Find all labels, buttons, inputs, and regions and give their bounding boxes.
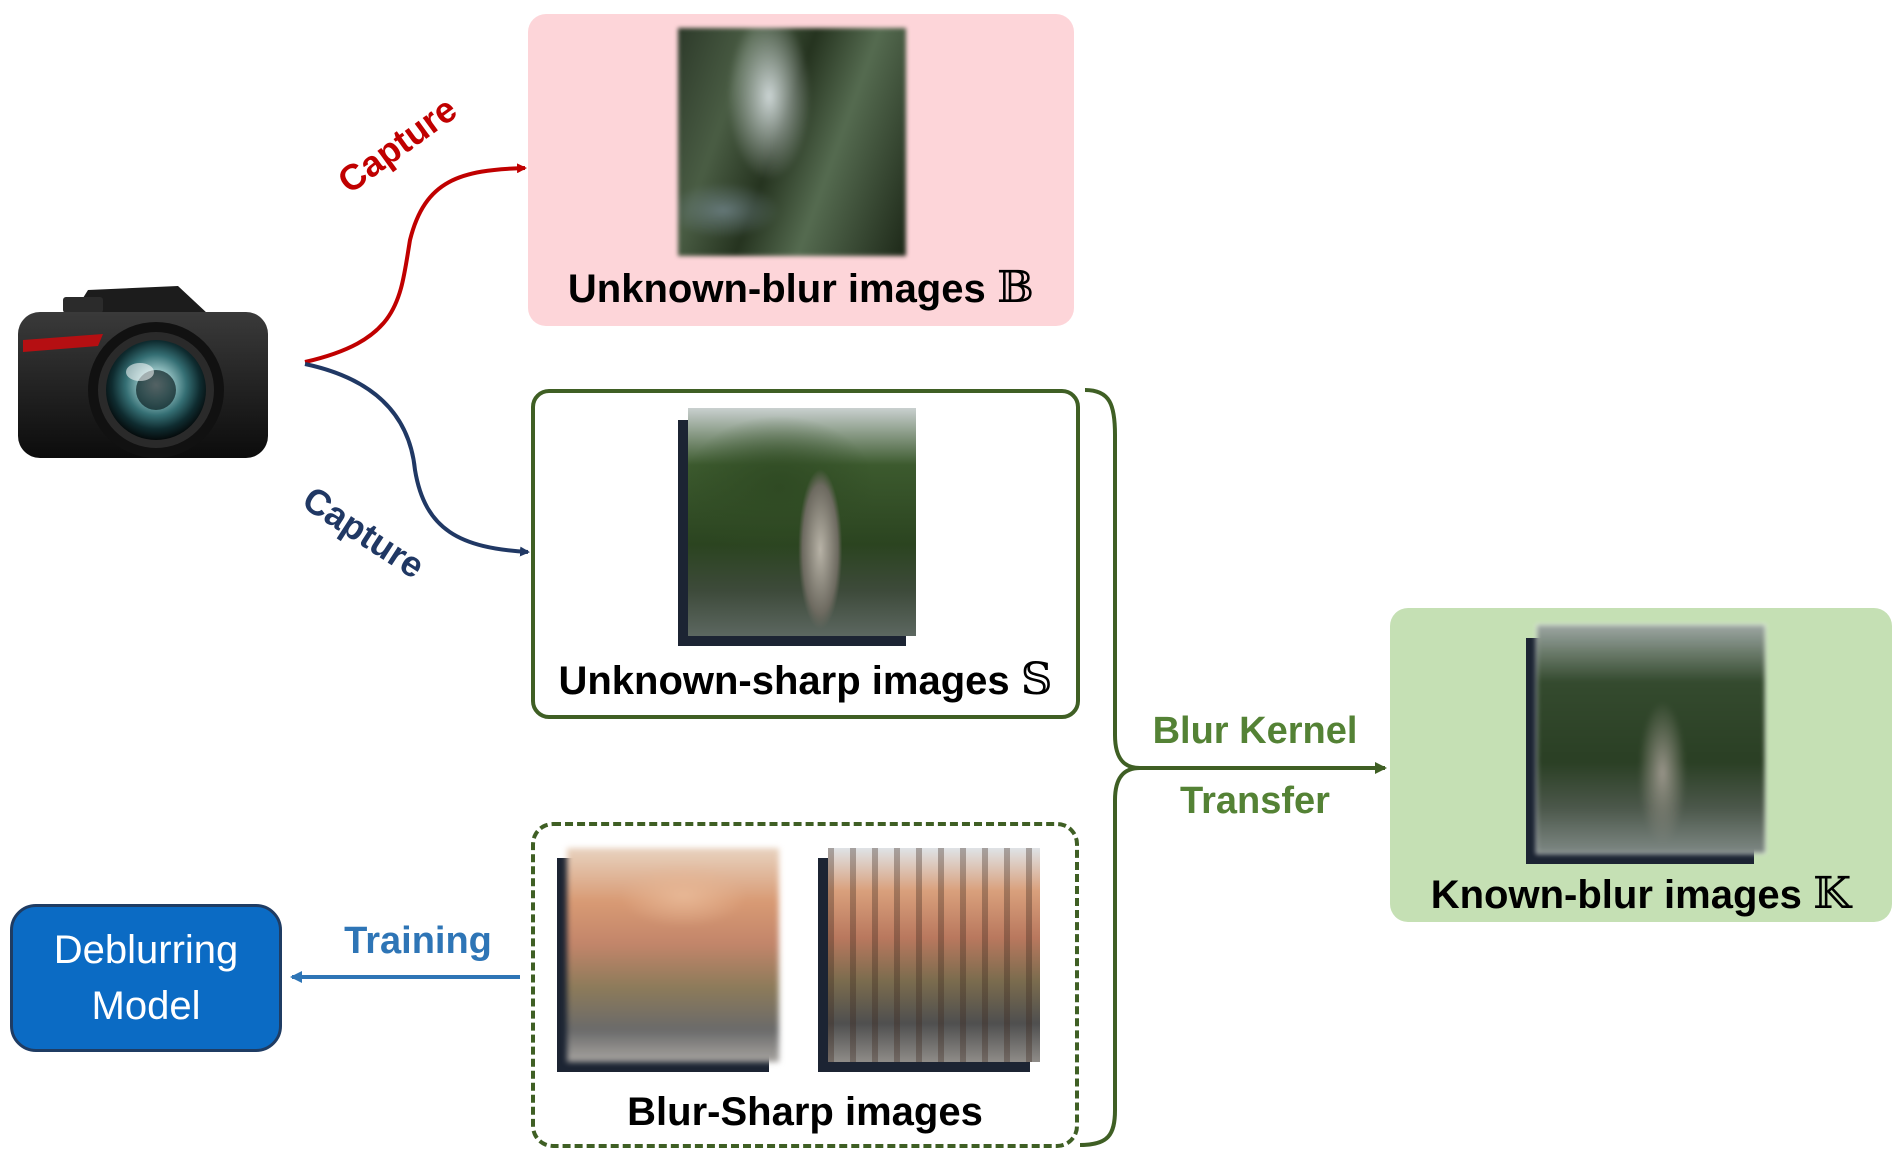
unknown-sharp-thumbnail — [688, 408, 916, 636]
unknown-sharp-panel — [531, 389, 1080, 719]
known-blur-caption: Known-blur images 𝕂 — [1390, 868, 1892, 919]
blur-sharp-panel — [531, 822, 1079, 1148]
unknown-blur-caption: Unknown-blur images 𝔹 — [528, 262, 1074, 313]
known-blur-thumbnail — [1536, 624, 1766, 854]
blur-sharp-caption: Blur-Sharp images — [627, 1090, 983, 1134]
unknown-sharp-label: Unknown-sharp images — [558, 659, 1010, 703]
unknown-blur-thumbnail — [678, 28, 906, 256]
unknown-sharp-caption: Unknown-sharp images 𝕊 — [531, 654, 1080, 705]
deblurring-model-line2: Model — [91, 984, 201, 1028]
transfer-label-line1: Blur Kernel — [1152, 710, 1358, 752]
known-blur-label: Known-blur images — [1430, 873, 1802, 917]
deblurring-model-box: Deblurring Model — [10, 904, 282, 1052]
training-label: Training — [344, 920, 492, 962]
unknown-blur-label: Unknown-blur images — [567, 267, 986, 311]
transfer-label-line2: Transfer — [1180, 780, 1330, 822]
capture-bottom-arrow — [304, 362, 530, 557]
known-set-symbol: 𝕂 — [1813, 868, 1852, 919]
camera-icon — [18, 262, 268, 458]
capture-top-arrow — [304, 163, 527, 364]
deblurring-model-line1: Deblurring — [53, 928, 239, 972]
blur-set-symbol: 𝔹 — [996, 262, 1035, 313]
sharp-pair-thumbnail — [828, 848, 1040, 1062]
sharp-set-symbol: 𝕊 — [1020, 654, 1053, 705]
grouping-brace — [1079, 388, 1141, 1147]
blur-pair-thumbnail — [567, 848, 779, 1062]
